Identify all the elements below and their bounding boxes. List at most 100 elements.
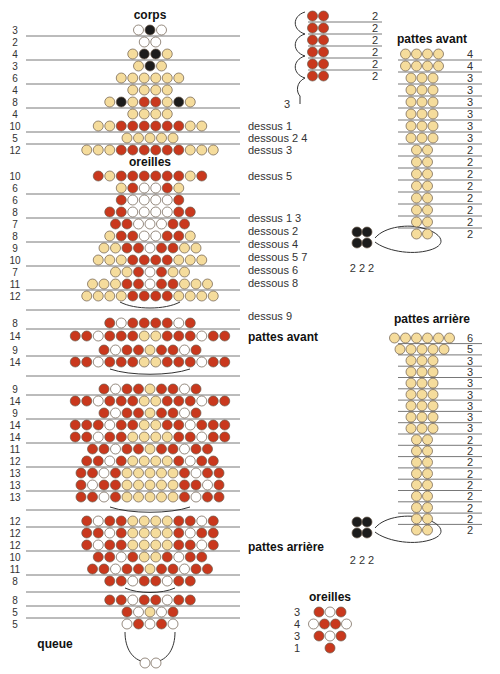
bead (82, 420, 92, 430)
bead (401, 61, 411, 71)
bead (93, 456, 103, 466)
bead (82, 528, 92, 538)
bead (197, 528, 207, 538)
row-separator (26, 242, 240, 243)
bead (116, 357, 126, 367)
row-count: 12 (9, 145, 20, 156)
bead (180, 267, 190, 277)
row-separator (26, 551, 240, 552)
bead (428, 97, 438, 107)
bead (197, 540, 207, 550)
row-note: dessus 9 (248, 310, 292, 322)
bead (412, 169, 422, 179)
bead (116, 516, 126, 526)
bead (428, 133, 438, 143)
row-note: 1 (294, 642, 300, 654)
bead (145, 61, 155, 71)
bead (88, 480, 98, 490)
bead (122, 468, 132, 478)
bead (70, 331, 80, 341)
bead (197, 121, 207, 131)
bead (111, 267, 121, 277)
bead (105, 540, 115, 550)
bead (423, 457, 433, 467)
bead (105, 145, 115, 155)
row-note: 4 (467, 60, 473, 72)
row-separator (26, 310, 240, 311)
bead (93, 291, 103, 301)
bead (319, 47, 329, 57)
bead (331, 619, 341, 629)
bead (151, 516, 161, 526)
bead (412, 157, 422, 167)
bead (428, 121, 438, 131)
bead (151, 528, 161, 538)
bead (139, 121, 149, 131)
row-count: 14 (9, 357, 20, 368)
bead (145, 219, 155, 229)
bead (128, 357, 138, 367)
bead (220, 432, 230, 442)
bead (105, 552, 115, 562)
bead (168, 279, 178, 289)
bead (208, 456, 218, 466)
bead (406, 344, 416, 354)
bead (434, 49, 444, 59)
bead (88, 468, 98, 478)
row-separator (308, 58, 382, 59)
bead (423, 491, 433, 501)
bead (128, 528, 138, 538)
bead (82, 357, 92, 367)
bead (406, 378, 416, 388)
bead (423, 435, 433, 445)
bead (174, 528, 184, 538)
bead (162, 109, 172, 119)
bead (111, 279, 121, 289)
bead (151, 456, 161, 466)
beads (70, 11, 454, 668)
bead (423, 61, 433, 71)
bead (128, 420, 138, 430)
bead (122, 408, 132, 418)
row-separator (26, 84, 240, 85)
section-label: pattes arrière (248, 541, 324, 554)
bead (70, 357, 80, 367)
bead (134, 345, 144, 355)
bead (406, 109, 416, 119)
bead (174, 432, 184, 442)
bead (162, 432, 172, 442)
bead (417, 133, 427, 143)
bead (139, 291, 149, 301)
row-count: 8 (12, 576, 18, 587)
bead (362, 517, 372, 527)
bead (406, 412, 416, 422)
bead (99, 480, 109, 490)
bead (122, 345, 132, 355)
bead (197, 291, 207, 301)
bead (162, 207, 172, 217)
row-separator (26, 356, 240, 357)
bead (88, 564, 98, 574)
bead (174, 183, 184, 193)
bead (145, 408, 155, 418)
bead (151, 37, 161, 47)
row-note: dessous 4 (248, 238, 298, 250)
section-label: pattes avant (248, 331, 318, 344)
bead (162, 195, 172, 205)
bead (185, 97, 195, 107)
bead (168, 619, 178, 629)
row-count: 5 (12, 607, 18, 618)
row-note: 3 (294, 630, 300, 642)
bead (191, 408, 201, 418)
bead (151, 540, 161, 550)
bead (308, 11, 318, 21)
bead (105, 420, 115, 430)
section-label: oreilles (129, 156, 171, 169)
bead (417, 423, 427, 433)
bead (139, 109, 149, 119)
bead (423, 446, 433, 456)
bead (82, 516, 92, 526)
bead (197, 552, 207, 562)
bead (162, 540, 172, 550)
bead (105, 255, 115, 265)
